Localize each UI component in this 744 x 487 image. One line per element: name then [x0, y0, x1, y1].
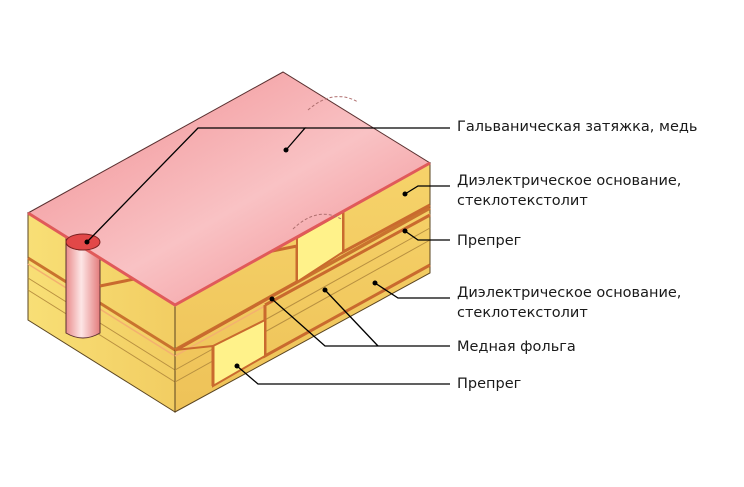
label-prepreg-bottom: Препрег: [457, 376, 522, 392]
label-dielectric-top: Диэлектрическое основание, стеклотекстол…: [457, 171, 681, 211]
label-prepreg-top: Препрег: [457, 233, 522, 249]
leader-lines: [86, 127, 450, 385]
label-dielectric-top-line2: стеклотекстолит: [457, 193, 588, 209]
label-dielectric-bottom-line2: стеклотекстолит: [457, 305, 588, 321]
leader-dielectric-bottom: [374, 282, 450, 299]
leader-dots: [84, 147, 408, 369]
leader-copper-foil-2: [324, 289, 379, 347]
leader-plating: [86, 127, 307, 243]
label-dielectric-bottom-line1: Диэлектрическое основание,: [457, 285, 682, 301]
leader-prepreg-bottom: [236, 365, 450, 385]
leader-copper-foil: [271, 298, 450, 347]
label-plating: Гальваническая затяжка, медь: [457, 119, 698, 135]
label-dielectric-top-line1: Диэлектрическое основание,: [457, 173, 682, 189]
front-face: [99, 162, 431, 413]
leader-dielectric-top: [404, 185, 450, 195]
label-dielectric-bottom: Диэлектрическое основание, стеклотекстол…: [457, 283, 681, 323]
label-copper-foil: Медная фольга: [457, 339, 576, 355]
leader-prepreg-top: [404, 230, 450, 241]
